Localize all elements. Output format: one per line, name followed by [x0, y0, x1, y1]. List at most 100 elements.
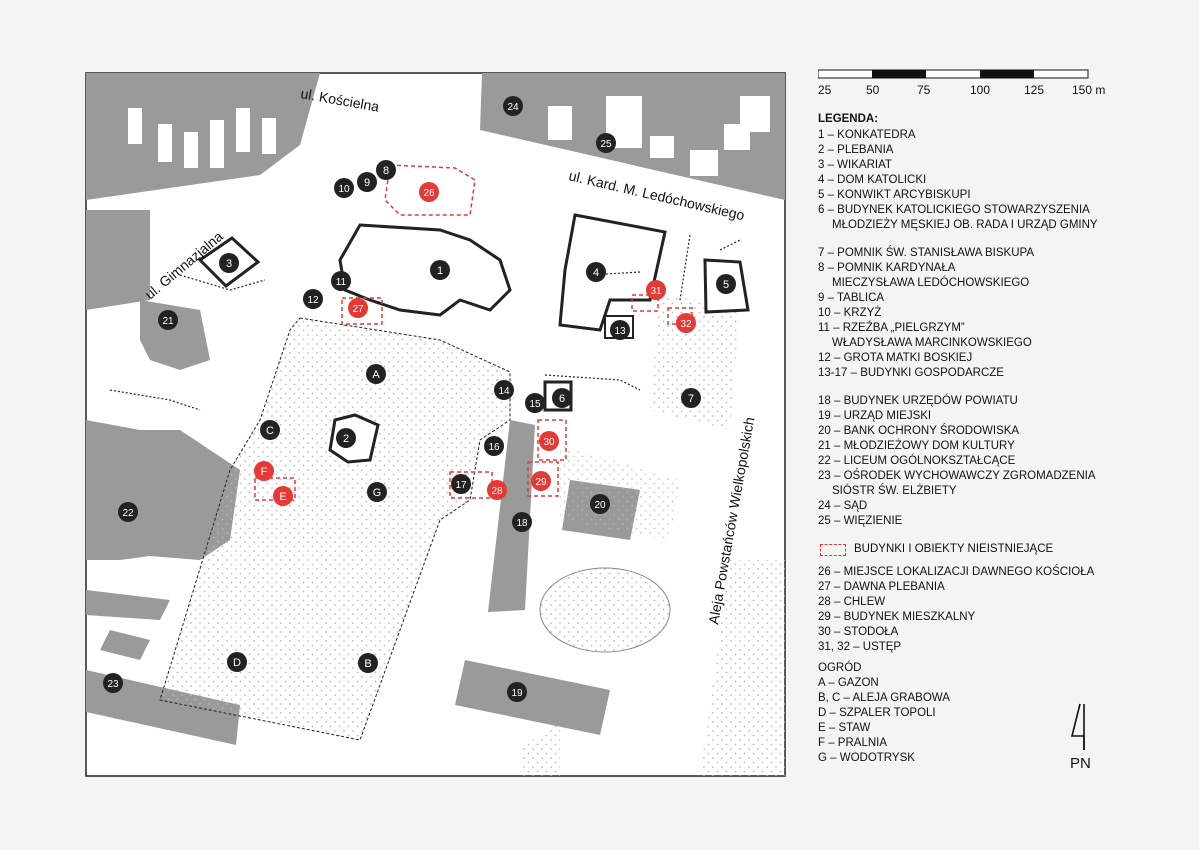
map-marker-label: 10	[338, 184, 350, 195]
lost-e-pond	[254, 477, 296, 501]
map-marker-label: 22	[122, 508, 134, 519]
map-marker-6: 6	[552, 388, 572, 408]
map-marker-label: F	[261, 466, 268, 478]
map-marker-21: 21	[158, 310, 178, 330]
map-marker-label: 32	[680, 319, 692, 330]
legend-item: 11 – RZEŹBA „PIELGRZYM”	[818, 322, 965, 334]
legend-item: WŁADYSŁAWA MARCINKOWSKIEGO	[832, 337, 1032, 349]
building-22	[86, 420, 240, 560]
legend-item: 4 – DOM KATOLICKI	[818, 174, 927, 186]
map-marker-label: 12	[307, 295, 319, 306]
map-marker-label: A	[372, 369, 380, 381]
legend-item: 24 – SĄD	[818, 500, 868, 512]
map-marker-25: 25	[596, 133, 616, 153]
map-marker-label: E	[279, 491, 286, 503]
map-marker-31: 31	[646, 280, 666, 300]
legend-item: 13-17 – BUDYNKI GOSPODARCZE	[818, 367, 1004, 379]
map-marker-26: 26	[419, 182, 439, 202]
north-arrow-icon: PN	[1070, 703, 1091, 772]
lost-26-old-church-site	[384, 164, 476, 216]
building-21	[140, 300, 210, 370]
legend-lost-item: 27 – DAWNA PLEBANIA	[818, 581, 945, 593]
map-marker-label: 29	[535, 477, 547, 488]
legend-garden-title: OGRÓD	[818, 662, 862, 674]
map-marker-label: 27	[352, 304, 364, 315]
map-marker-label: 23	[107, 679, 119, 690]
legend-item: 20 – BANK OCHRONY ŚRODOWISKA	[818, 425, 1020, 437]
legend-item: 1 – KONKATEDRA	[818, 129, 916, 141]
legend-lost-label: BUDYNKI I OBIEKTY NIEISTNIEJĄCE	[854, 543, 1054, 555]
lost-30	[537, 419, 567, 461]
map-marker-23: 23	[103, 673, 123, 693]
map-marker-label: 25	[600, 139, 612, 150]
legend-item: 10 – KRZYŻ	[818, 307, 882, 319]
map-marker-label: 1	[437, 265, 443, 277]
legend-garden-item: A – GAZON	[818, 677, 879, 689]
map-marker-label: G	[373, 487, 382, 499]
map-marker-label: 18	[516, 518, 528, 529]
map-marker-16: 16	[484, 436, 504, 456]
legend-garden-item: B, C – ALEJA GRABOWA	[818, 692, 950, 704]
map-marker-label: 6	[559, 393, 565, 405]
map-marker-label: D	[233, 657, 241, 669]
map-marker-24: 24	[503, 96, 523, 116]
map-marker-label: 20	[594, 500, 606, 511]
map-marker-label: 5	[723, 279, 729, 291]
map-marker-label: 14	[498, 386, 510, 397]
round-lawn	[539, 567, 671, 653]
scale-tick-5: 150 m	[1072, 83, 1105, 97]
map-marker-32: 32	[676, 313, 696, 333]
map-marker-d: D	[227, 652, 247, 672]
building-19	[455, 660, 610, 735]
legend-item: MIECZYSŁAWA LEDÓCHOWSKIEGO	[832, 277, 1030, 289]
parish-garden	[159, 317, 511, 741]
map-marker-14: 14	[494, 380, 514, 400]
map-marker-8: 8	[376, 160, 396, 180]
scale-tick-0: 25	[818, 83, 832, 97]
map-marker-label: 26	[423, 188, 435, 199]
map-marker-label: 9	[364, 177, 370, 189]
legend-item: 3 – WIKARIAT	[818, 159, 892, 171]
legend-item: 19 – URZĄD MIEJSKI	[818, 410, 932, 422]
legend-item: 25 – WIĘZIENIE	[818, 515, 903, 527]
map-marker-f: F	[254, 461, 274, 481]
scale-tick-2: 75	[917, 83, 931, 97]
legend-item: 8 – POMNIK KARDYNAŁA	[818, 262, 956, 274]
map-marker-4: 4	[586, 262, 606, 282]
map-marker-17: 17	[451, 474, 471, 494]
scale-bar: 25 50 75 100 125 150 m	[818, 69, 1105, 97]
map-marker-label: 11	[336, 277, 347, 288]
legend-item: MŁODZIEŻY MĘSKIEJ OB. RADA I URZĄD GMINY	[832, 219, 1098, 231]
legend-item: 2 – PLEBANIA	[818, 144, 894, 156]
map-marker-b: B	[358, 653, 378, 673]
map-marker-27: 27	[348, 298, 368, 318]
legend-lost-key: BUDYNKI I OBIEKTY NIEISTNIEJĄCE	[818, 542, 1148, 557]
map-marker-c: C	[260, 420, 280, 440]
legend-item: 12 – GROTA MATKI BOSKIEJ	[818, 352, 973, 364]
map-marker-label: 16	[488, 442, 500, 453]
lost-27-old-rectory	[341, 297, 383, 325]
legend-lost-item: 26 – MIEJSCE LOKALIZACJI DAWNEGO KOŚCIOŁ…	[818, 566, 1095, 578]
legend-garden-item: F – PRALNIA	[818, 737, 888, 749]
map-marker-15: 15	[525, 393, 545, 413]
scale-tick-3: 100	[970, 83, 990, 97]
map-marker-7: 7	[681, 388, 701, 408]
legend-lost-item: 30 – STODOŁA	[818, 626, 899, 638]
map-marker-label: 17	[455, 480, 467, 491]
legend-item: 21 – MŁODZIEŻOWY DOM KULTURY	[818, 440, 1015, 452]
fences	[109, 234, 741, 411]
north-label: PN	[1070, 755, 1091, 772]
building-23	[86, 670, 240, 745]
map-marker-19: 19	[507, 682, 527, 702]
legend-item: 9 – TABLICA	[818, 292, 885, 304]
garden-7	[650, 295, 740, 430]
map-marker-label: C	[266, 425, 274, 437]
block-top-left-yards	[128, 108, 276, 168]
block-top-left	[86, 73, 320, 200]
map-marker-28: 28	[487, 480, 507, 500]
red-dashed-swatch-icon	[820, 543, 846, 556]
map-marker-label: 8	[383, 165, 389, 177]
